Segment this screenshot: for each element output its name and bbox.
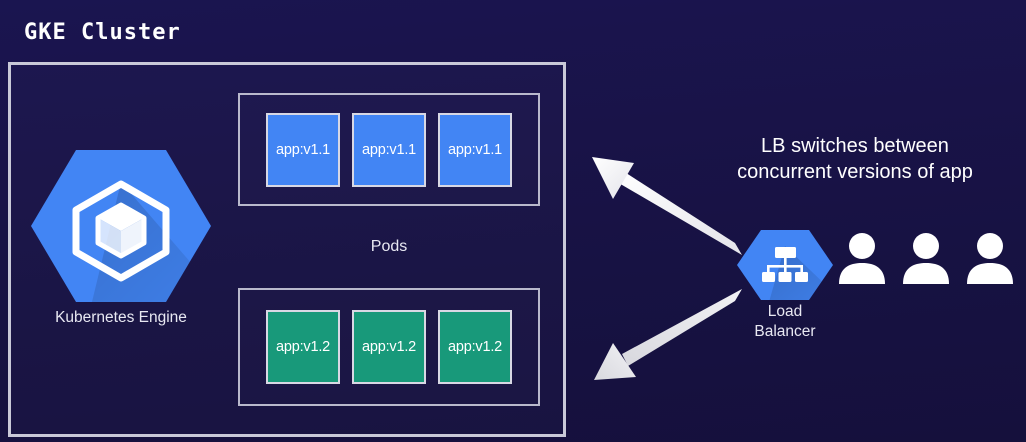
kubernetes-engine-label: Kubernetes Engine bbox=[55, 309, 187, 326]
user-icon bbox=[902, 232, 950, 289]
load-balancer-hexagon-icon bbox=[737, 228, 833, 302]
load-balancer-label: Load Balancer bbox=[725, 302, 845, 342]
kubernetes-engine-node[interactable]: Kubernetes Engine bbox=[28, 146, 214, 341]
pod-group-v1-2: app:v1.2 app:v1.2 app:v1.2 bbox=[238, 288, 540, 406]
page-title: GKE Cluster bbox=[24, 20, 181, 45]
lb-to-v1-2-arrow bbox=[594, 289, 742, 380]
pod-v1-2[interactable]: app:v1.2 bbox=[266, 310, 340, 384]
user-icon bbox=[838, 232, 886, 289]
users-group bbox=[838, 232, 1014, 289]
load-balancer-label-line-1: Load bbox=[767, 303, 803, 320]
annotation-line-1: LB switches between bbox=[761, 135, 949, 157]
load-balancer-node[interactable]: Load Balancer bbox=[737, 228, 833, 340]
pod-v1-1[interactable]: app:v1.1 bbox=[352, 112, 426, 187]
pod-v1-1[interactable]: app:v1.1 bbox=[438, 112, 512, 187]
annotation-text: LB switches between concurrent versions … bbox=[690, 133, 1020, 185]
pod-group-v1-1: app:v1.1 app:v1.1 app:v1.1 bbox=[238, 93, 540, 206]
pod-v1-1[interactable]: app:v1.1 bbox=[266, 112, 340, 187]
pods-caption: Pods bbox=[370, 238, 408, 255]
pod-v1-2[interactable]: app:v1.2 bbox=[438, 310, 512, 384]
annotation-line-2: concurrent versions of app bbox=[737, 161, 973, 183]
gke-cluster-boundary bbox=[8, 62, 566, 437]
pod-v1-2[interactable]: app:v1.2 bbox=[352, 310, 426, 384]
gke-hexagon-icon bbox=[31, 146, 211, 306]
load-balancer-label-line-2: Balancer bbox=[754, 323, 816, 340]
user-icon bbox=[966, 232, 1014, 289]
